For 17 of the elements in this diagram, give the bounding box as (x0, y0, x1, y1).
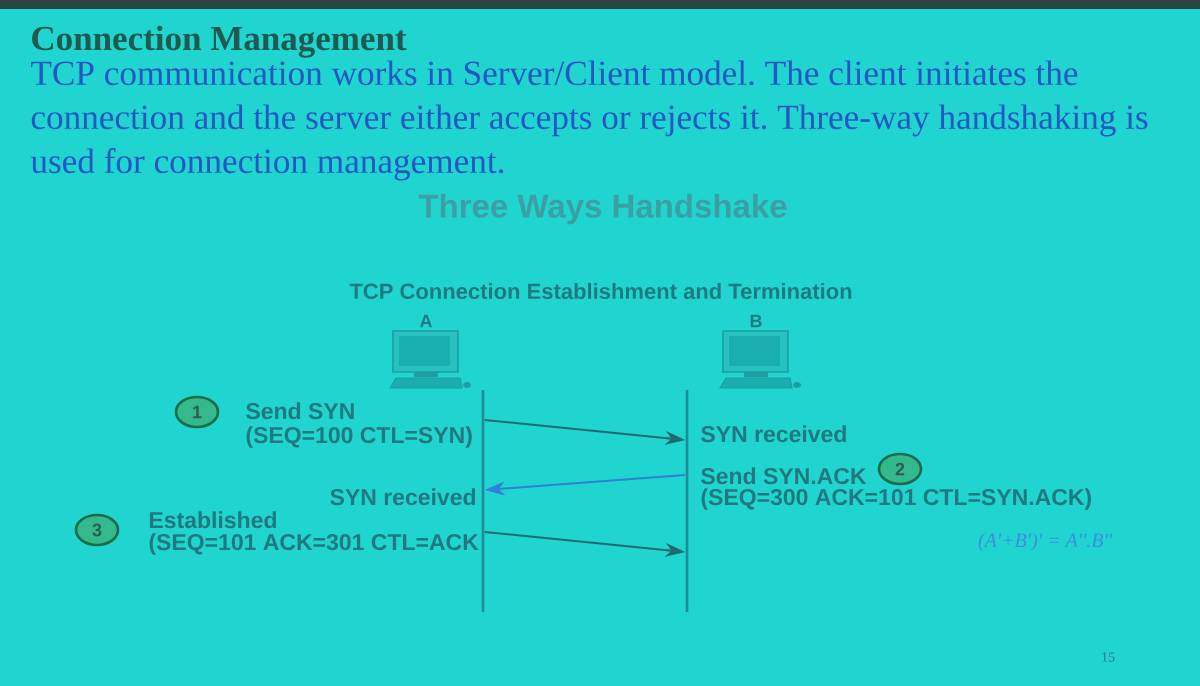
page-number: 15 (1102, 652, 1115, 662)
message-text: (SEQ=100 CTL=SYN) (246, 426, 472, 448)
node-label: B (750, 314, 762, 328)
message-text: Send SYN.ACK (701, 467, 867, 485)
lifeline (481, 390, 485, 612)
heading: Connection Management (32, 25, 407, 58)
message-text: SYN received (701, 425, 846, 443)
message-text: (SEQ=101 ACK=301 CTL=ACK (149, 533, 479, 555)
message-text: Send SYN (246, 402, 354, 420)
message-text: Established (149, 511, 276, 529)
message-text: SYN received (330, 488, 476, 506)
subheading: TCP Connection Establishment and Termination (349, 282, 852, 300)
node-label: A (419, 314, 432, 328)
paragraph: TCP communication works in Server/Client model. The client initiates the connection and the server either accepts or rejects it. Three-way handshaking is used for connection management. (30, 60, 1148, 181)
lifeline (685, 390, 689, 612)
handwritten-note: (A'+B')' = A''.B'' (978, 532, 1113, 552)
message-text: (SEQ=300 ACK=101 CTL=SYN.ACK) (701, 488, 1091, 510)
